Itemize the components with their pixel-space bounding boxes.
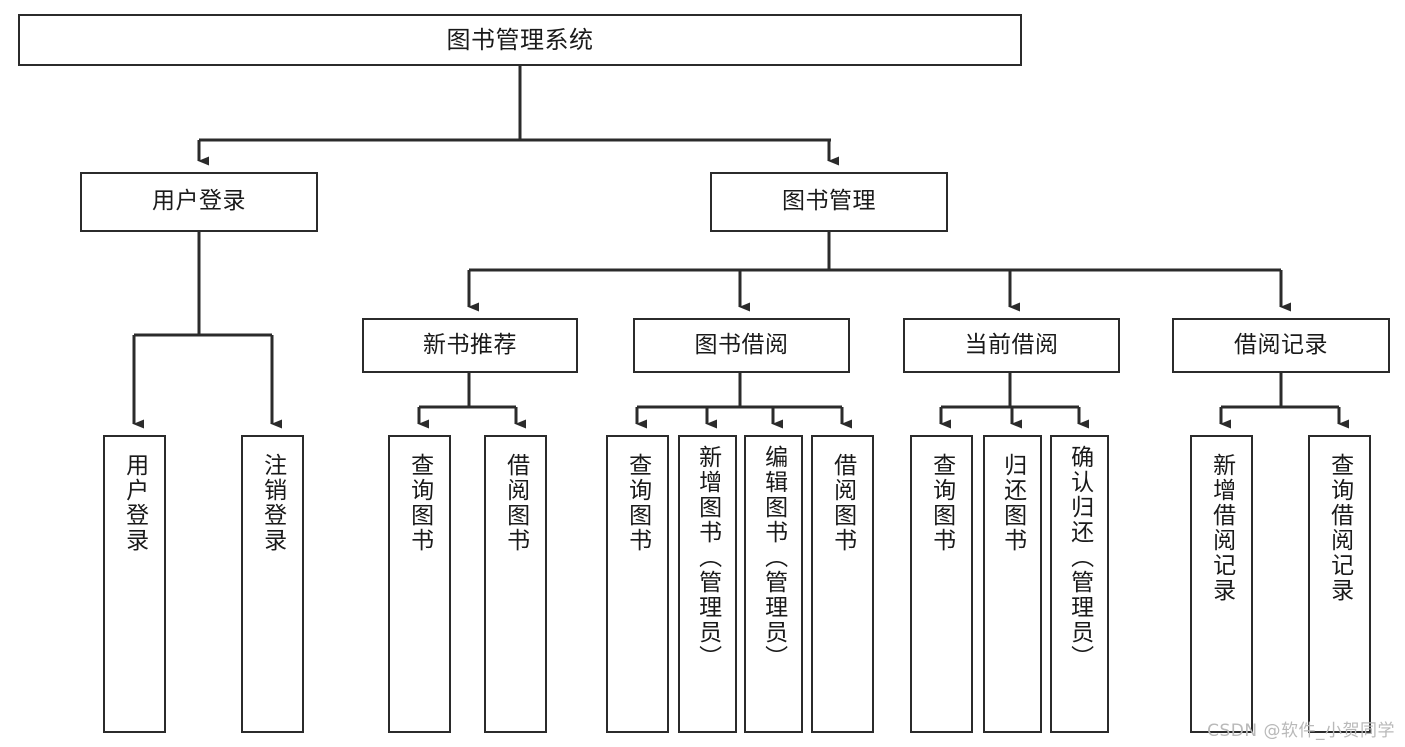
- node-book-borrow[interactable]: 图书借阅: [633, 318, 850, 373]
- node-leaf-query-book-2[interactable]: 查询图书: [606, 435, 669, 733]
- node-user-login-label: 用户登录: [152, 188, 246, 215]
- node-leaf-query-book-2-label: 查询图书: [624, 453, 651, 553]
- node-book-borrow-label: 图书借阅: [694, 331, 789, 358]
- node-leaf-add-record-label: 新增借阅记录: [1208, 453, 1235, 603]
- node-new-book-recommend-label: 新书推荐: [423, 331, 517, 358]
- node-borrow-record[interactable]: 借阅记录: [1172, 318, 1390, 373]
- node-root[interactable]: 图书管理系统: [18, 14, 1022, 66]
- node-root-label: 图书管理系统: [446, 25, 594, 54]
- node-borrow-record-label: 借阅记录: [1234, 331, 1328, 358]
- node-leaf-query-book-3-label: 查询图书: [928, 453, 955, 553]
- node-leaf-add-book-label: 新增图书（管理员）: [694, 445, 721, 670]
- node-leaf-user-logout-label: 注销登录: [259, 453, 286, 553]
- node-leaf-return-book[interactable]: 归还图书: [983, 435, 1042, 733]
- node-new-book-recommend[interactable]: 新书推荐: [362, 318, 578, 373]
- watermark-text: CSDN @软件_小贺同学: [1207, 721, 1395, 741]
- node-leaf-query-book-3[interactable]: 查询图书: [910, 435, 973, 733]
- node-leaf-borrow-book-2[interactable]: 借阅图书: [811, 435, 874, 733]
- node-leaf-borrow-book-1[interactable]: 借阅图书: [484, 435, 547, 733]
- node-leaf-add-record[interactable]: 新增借阅记录: [1190, 435, 1253, 733]
- node-leaf-confirm-return[interactable]: 确认归还（管理员）: [1050, 435, 1109, 733]
- node-current-borrow-label: 当前借阅: [964, 331, 1059, 358]
- node-leaf-user-login[interactable]: 用户登录: [103, 435, 166, 733]
- node-user-login[interactable]: 用户登录: [80, 172, 318, 232]
- node-leaf-query-book-1[interactable]: 查询图书: [388, 435, 451, 733]
- node-leaf-confirm-return-label: 确认归还（管理员）: [1066, 445, 1093, 670]
- node-leaf-borrow-book-1-label: 借阅图书: [502, 453, 529, 553]
- node-leaf-user-logout[interactable]: 注销登录: [241, 435, 304, 733]
- node-book-manage-label: 图书管理: [782, 188, 876, 215]
- node-leaf-query-book-1-label: 查询图书: [406, 453, 433, 553]
- node-leaf-return-book-label: 归还图书: [999, 453, 1026, 553]
- node-leaf-query-record-label: 查询借阅记录: [1326, 453, 1353, 603]
- node-leaf-borrow-book-2-label: 借阅图书: [829, 453, 856, 553]
- node-leaf-add-book[interactable]: 新增图书（管理员）: [678, 435, 737, 733]
- node-book-manage[interactable]: 图书管理: [710, 172, 948, 232]
- node-leaf-user-login-label: 用户登录: [121, 453, 148, 553]
- node-leaf-edit-book[interactable]: 编辑图书（管理员）: [744, 435, 803, 733]
- node-current-borrow[interactable]: 当前借阅: [903, 318, 1120, 373]
- node-leaf-edit-book-label: 编辑图书（管理员）: [760, 445, 787, 670]
- node-leaf-query-record[interactable]: 查询借阅记录: [1308, 435, 1371, 733]
